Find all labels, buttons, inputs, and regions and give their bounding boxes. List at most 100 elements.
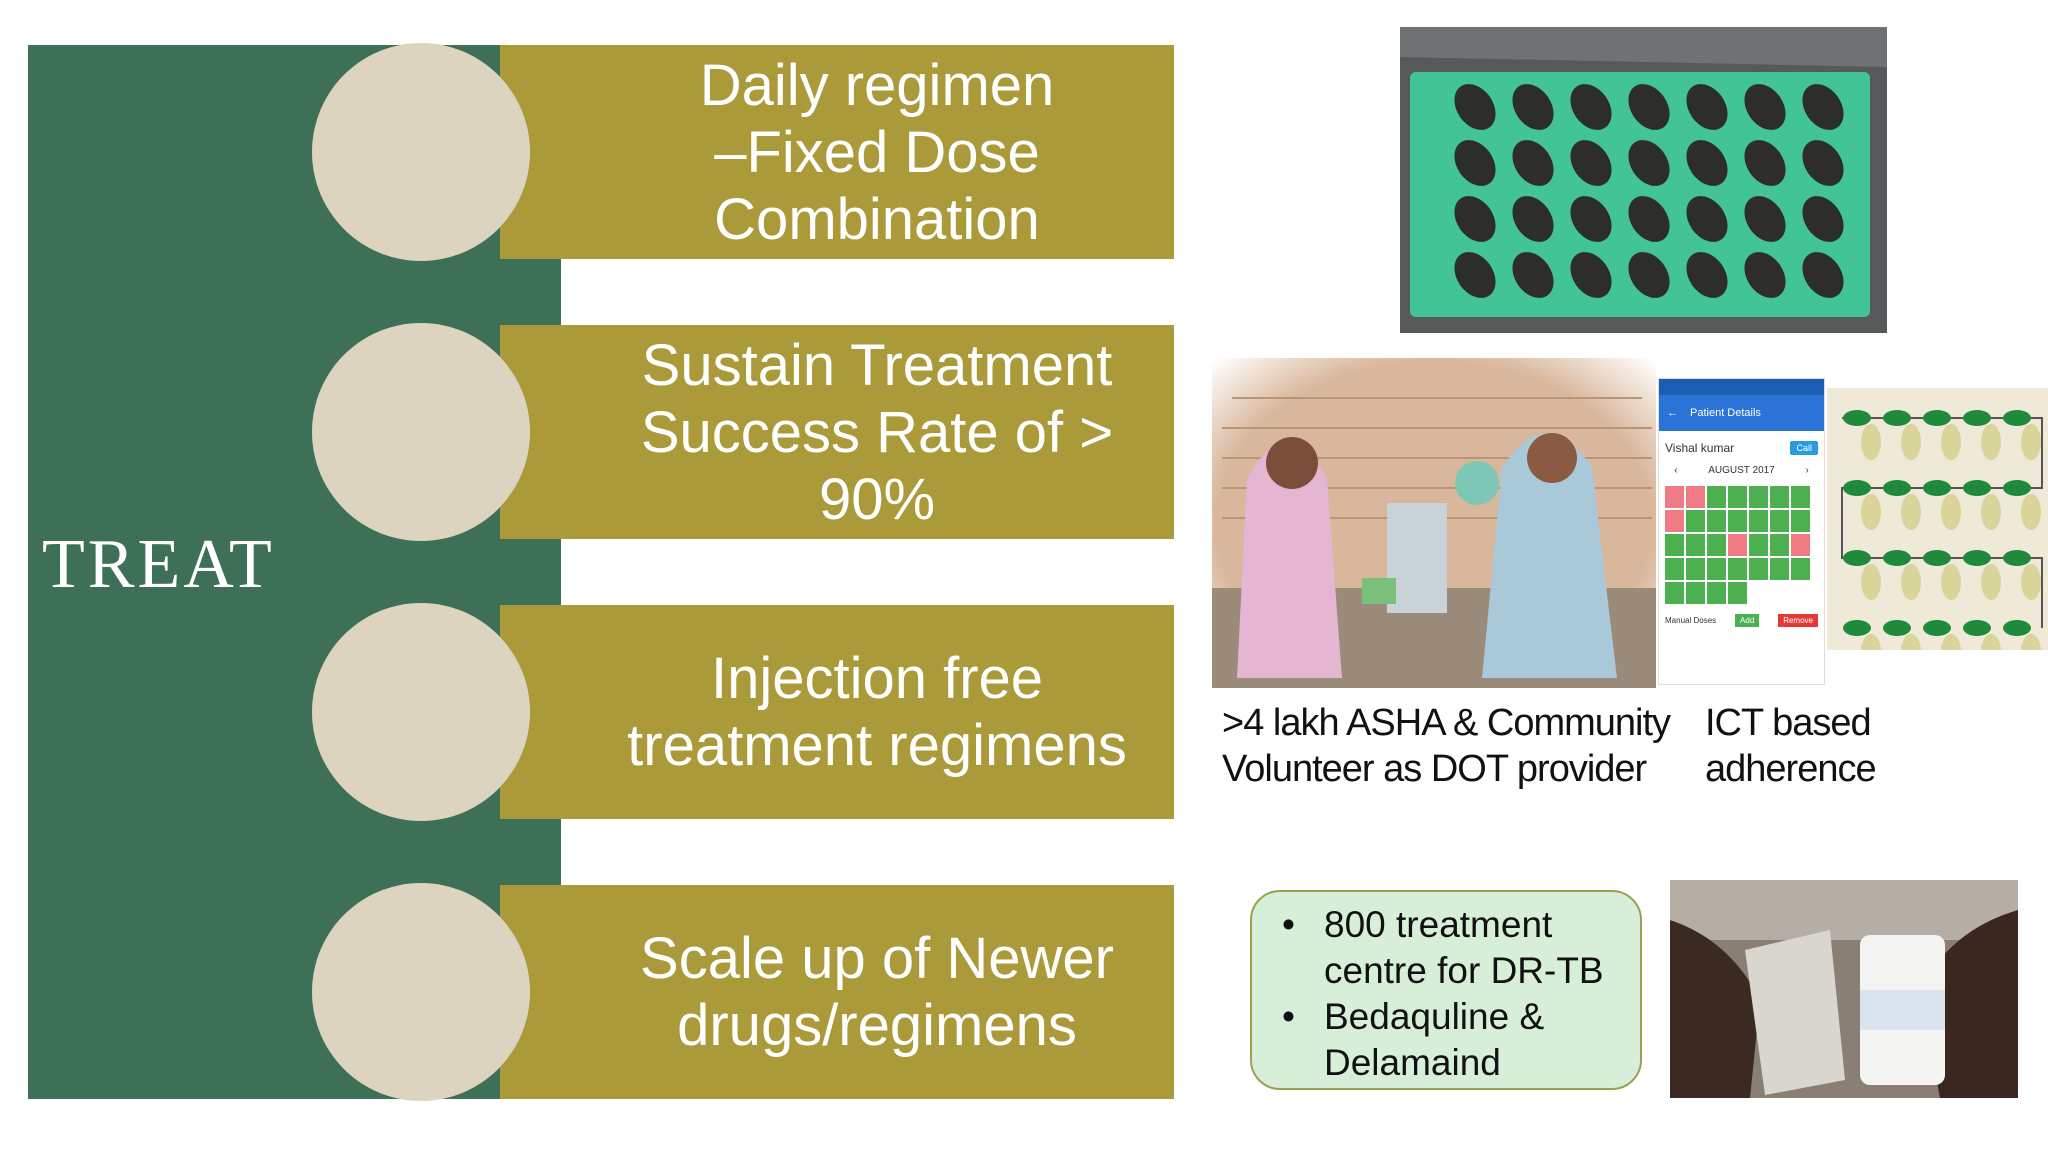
calendar-day bbox=[1728, 558, 1747, 580]
info-bullet: 800 treatment centre for DR-TB bbox=[1282, 902, 1622, 994]
pill bbox=[1512, 140, 1554, 186]
banner-line: Sustain Treatment bbox=[641, 332, 1113, 398]
banner-success-rate: Sustain Treatment Success Rate of > 90% bbox=[500, 325, 1174, 539]
pill-outline bbox=[1941, 424, 1961, 460]
pill-outline bbox=[1981, 634, 2001, 650]
next-month-icon[interactable]: › bbox=[1805, 465, 1809, 476]
pill bbox=[1628, 84, 1670, 130]
banner-line: –Fixed Dose bbox=[714, 119, 1040, 185]
pill bbox=[1512, 196, 1554, 242]
dose-mark bbox=[1963, 410, 1991, 426]
pill-outline bbox=[2021, 424, 2041, 460]
pill-outline bbox=[1941, 494, 1961, 530]
pill-grid bbox=[1454, 84, 1844, 298]
dose-mark bbox=[2003, 620, 2031, 636]
calendar-day bbox=[1749, 558, 1768, 580]
pill bbox=[1628, 196, 1670, 242]
circle-marker bbox=[312, 883, 530, 1101]
pill bbox=[1802, 84, 1844, 130]
calendar-day bbox=[1665, 534, 1684, 556]
dose-mark bbox=[1883, 480, 1911, 496]
status-bar bbox=[1659, 379, 1824, 395]
dose-mark bbox=[2003, 550, 2031, 566]
dosing-chart-photo bbox=[1827, 388, 2048, 650]
banner-line: Injection free bbox=[710, 646, 1044, 711]
calendar-day bbox=[1686, 582, 1705, 604]
section-label: TREAT bbox=[42, 526, 275, 603]
calendar-month: AUGUST 2017 bbox=[1708, 465, 1775, 476]
pill bbox=[1570, 84, 1612, 130]
pill-outline bbox=[1861, 494, 1881, 530]
pill-outline bbox=[1981, 564, 2001, 600]
back-arrow-icon[interactable]: ← bbox=[1667, 407, 1678, 419]
dose-mark bbox=[1963, 480, 1991, 496]
call-button[interactable]: Call bbox=[1790, 441, 1818, 455]
calendar-day bbox=[1728, 582, 1747, 604]
adherence-calendar bbox=[1659, 482, 1824, 608]
banner-newer-drugs: Scale up of Newer drugs/regimens bbox=[500, 885, 1174, 1099]
blister-pack-photo bbox=[1400, 27, 1887, 333]
calendar-day bbox=[1665, 582, 1684, 604]
caption-line: >4 lakh ASHA & Community bbox=[1222, 702, 1671, 744]
ict-caption: ICT based adherence bbox=[1705, 702, 1877, 790]
banner-text: Injection free treatment regimens bbox=[580, 605, 1174, 819]
calendar-day bbox=[1791, 582, 1810, 604]
dose-mark bbox=[1843, 410, 1871, 426]
calendar-day bbox=[1791, 558, 1810, 580]
banner-line: drugs/regimens bbox=[677, 993, 1077, 1058]
pill bbox=[1512, 252, 1554, 298]
calendar-day bbox=[1770, 582, 1789, 604]
calendar-day bbox=[1665, 558, 1684, 580]
calendar-day bbox=[1728, 534, 1747, 556]
calendar-day bbox=[1728, 486, 1747, 508]
app-header: ← Patient Details bbox=[1659, 395, 1824, 431]
calendar-day bbox=[1665, 486, 1684, 508]
calendar-day bbox=[1791, 510, 1810, 532]
asha-dot-provider-photo bbox=[1212, 358, 1656, 688]
pill-outline bbox=[2021, 494, 2041, 530]
calendar-day bbox=[1686, 558, 1705, 580]
pill-outline bbox=[2021, 634, 2041, 650]
pill bbox=[1454, 140, 1496, 186]
bullet-line: Delamaind bbox=[1324, 1042, 1501, 1083]
calendar-day bbox=[1770, 534, 1789, 556]
dose-marks bbox=[1843, 410, 2041, 650]
dose-mark bbox=[2003, 480, 2031, 496]
patient-name: Vishal kumar bbox=[1665, 441, 1735, 455]
remove-dose-button[interactable]: Remove bbox=[1778, 614, 1818, 627]
pill bbox=[1686, 140, 1728, 186]
calendar-day bbox=[1707, 582, 1726, 604]
pill-outline bbox=[2021, 564, 2041, 600]
calendar-day bbox=[1749, 582, 1768, 604]
pill bbox=[1686, 252, 1728, 298]
banner-line: Success Rate of > bbox=[640, 399, 1114, 465]
add-dose-button[interactable]: Add bbox=[1735, 614, 1760, 627]
pill bbox=[1454, 84, 1496, 130]
bullet-line: centre for DR-TB bbox=[1324, 950, 1604, 991]
calendar-day bbox=[1707, 510, 1726, 532]
pill-outline bbox=[1861, 564, 1881, 600]
calendar-day bbox=[1770, 486, 1789, 508]
app-header-title: Patient Details bbox=[1690, 407, 1761, 419]
banner-injection-free: Injection free treatment regimens bbox=[500, 605, 1174, 819]
pill bbox=[1802, 196, 1844, 242]
pill bbox=[1628, 252, 1670, 298]
circle-marker bbox=[312, 43, 530, 261]
dose-mark bbox=[1843, 480, 1871, 496]
calendar-day bbox=[1791, 486, 1810, 508]
caption-line: Volunteer as DOT provider bbox=[1222, 748, 1647, 790]
pill-outline bbox=[1981, 424, 2001, 460]
pill bbox=[1512, 84, 1554, 130]
banner-text: Daily regimen –Fixed Dose Combination bbox=[580, 45, 1174, 259]
banner-text: Scale up of Newer drugs/regimens bbox=[580, 885, 1174, 1099]
calendar-day bbox=[1707, 558, 1726, 580]
calendar-day bbox=[1770, 558, 1789, 580]
calendar-day bbox=[1686, 510, 1705, 532]
pill-outline bbox=[1901, 424, 1921, 460]
dose-mark bbox=[1883, 620, 1911, 636]
asha-caption: >4 lakh ASHA & Community Volunteer as DO… bbox=[1222, 700, 1671, 792]
circle-marker bbox=[312, 603, 530, 821]
pill bbox=[1744, 252, 1786, 298]
bullet-line: Bedaquline & bbox=[1324, 996, 1545, 1037]
prev-month-icon[interactable]: ‹ bbox=[1674, 465, 1678, 476]
